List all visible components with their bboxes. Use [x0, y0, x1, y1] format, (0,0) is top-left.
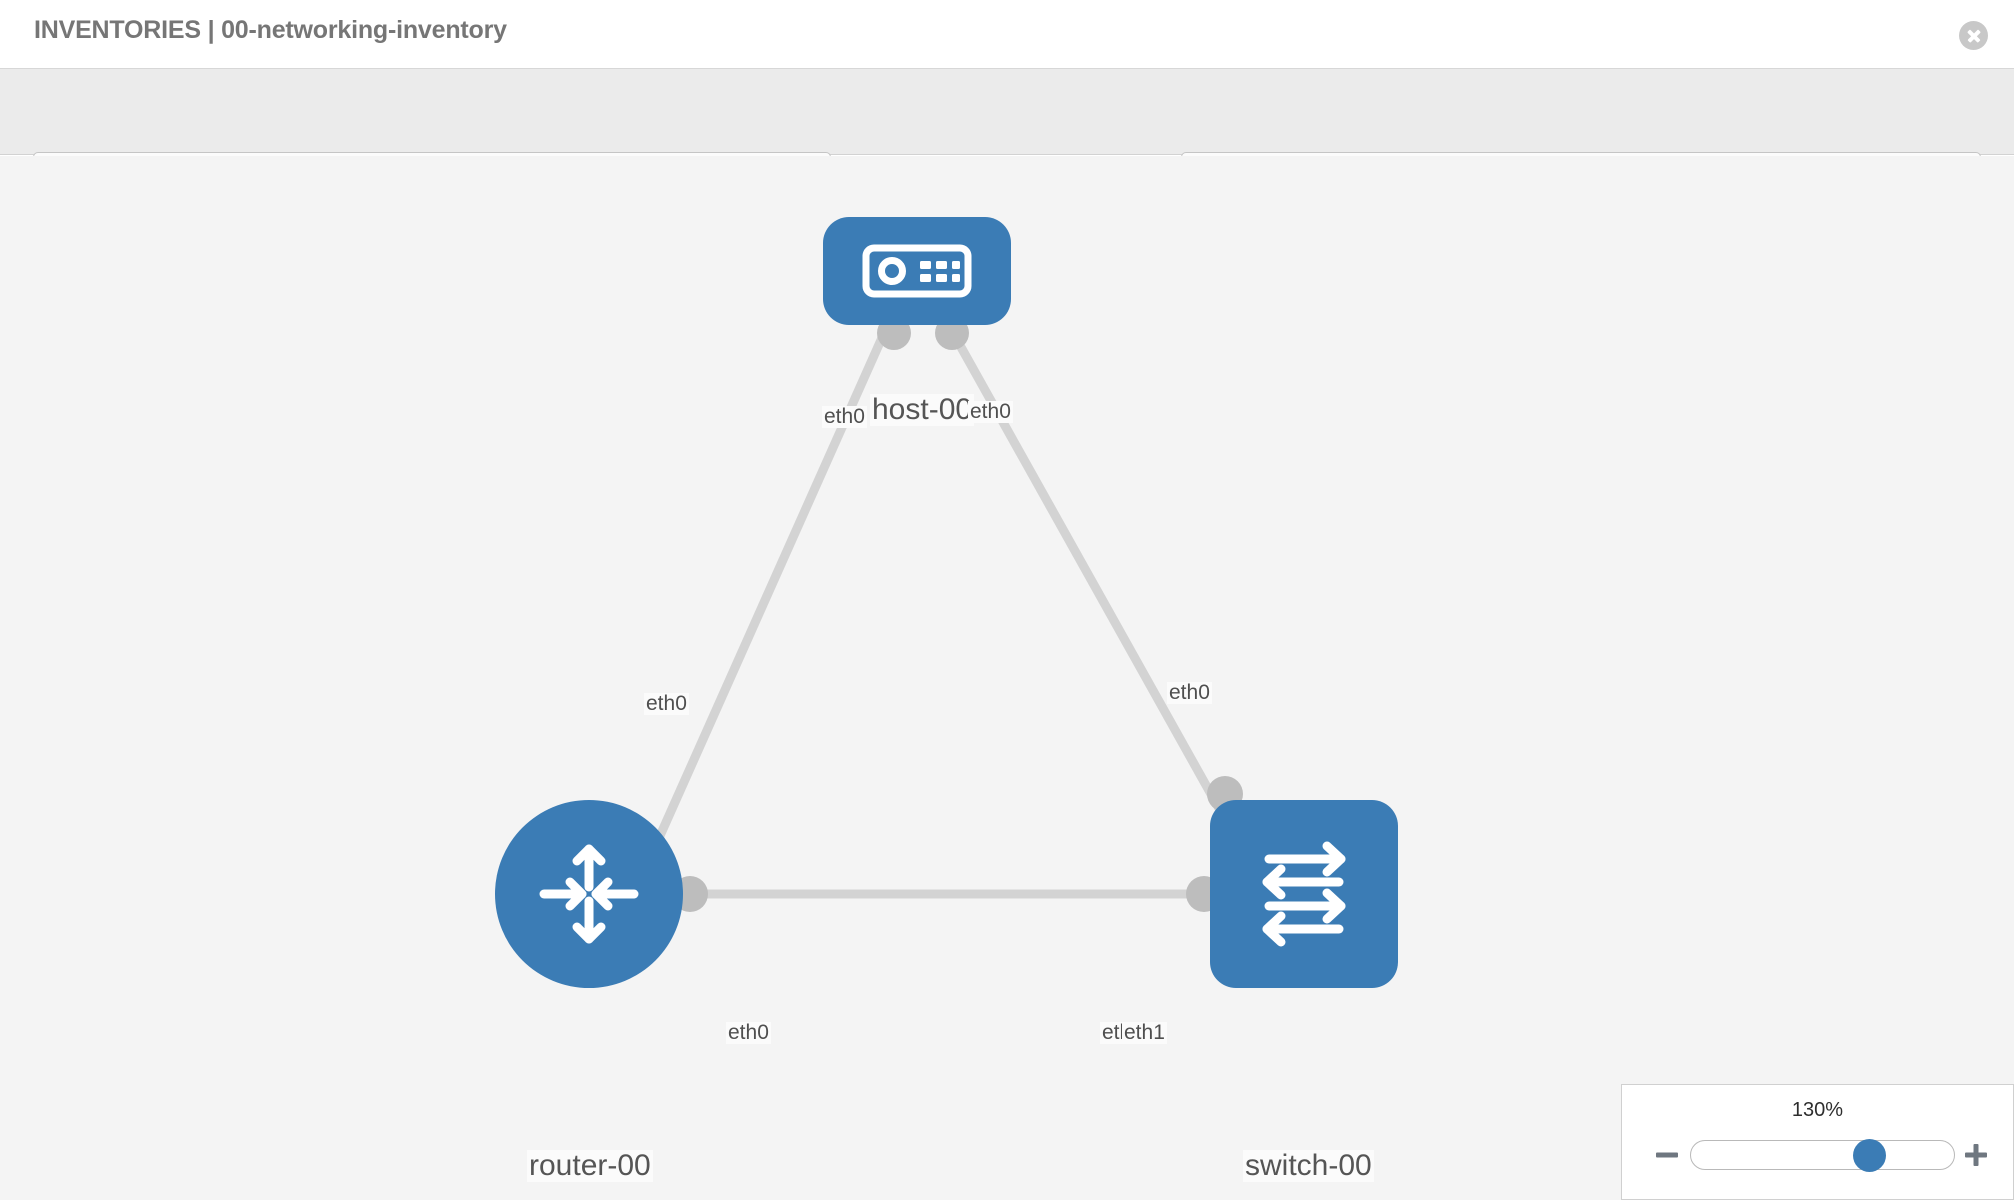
interface-label-host-right: eth0 — [968, 400, 1013, 424]
topology-node-switch-00[interactable] — [1210, 800, 1398, 988]
switch-arrows-icon — [1262, 841, 1346, 947]
zoom-slider-track[interactable] — [1690, 1138, 1955, 1172]
page-title: INVENTORIES | 00-networking-inventory — [34, 16, 507, 44]
close-icon[interactable] — [1959, 21, 1988, 50]
topology-node-host-00[interactable] — [823, 217, 1011, 325]
interface-label-switch-upper: eth0 — [1167, 681, 1212, 705]
topology-node-label-host: host-00 — [870, 393, 975, 426]
topology-canvas[interactable]: host-00 router-00 switch-00 eth0 eth0 et… — [0, 156, 2014, 1200]
zoom-level-value: 130% — [1791, 1099, 1844, 1121]
interface-label-switch-left: eth1 — [1122, 1021, 1167, 1045]
zoom-control-panel: 130% — [1621, 1084, 2014, 1200]
interface-label-router-right: eth0 — [726, 1021, 771, 1045]
topology-node-label-router: router-00 — [527, 1149, 653, 1182]
topology-node-router-00[interactable] — [495, 800, 683, 988]
page-header: INVENTORIES | 00-networking-inventory — [0, 0, 2014, 69]
router-arrows-icon — [539, 844, 639, 944]
toolbar: ACTIONS SEARCH — [0, 69, 2014, 200]
zoom-slider-handle[interactable] — [1853, 1138, 1887, 1172]
zoom-out-button[interactable] — [1654, 1142, 1680, 1168]
zoom-in-button[interactable] — [1963, 1142, 1989, 1168]
server-icon — [862, 244, 972, 298]
topology-node-label-switch: switch-00 — [1243, 1149, 1374, 1182]
interface-label-router-upper: eth0 — [644, 692, 689, 716]
interface-label-host-left: eth0 — [822, 405, 867, 429]
